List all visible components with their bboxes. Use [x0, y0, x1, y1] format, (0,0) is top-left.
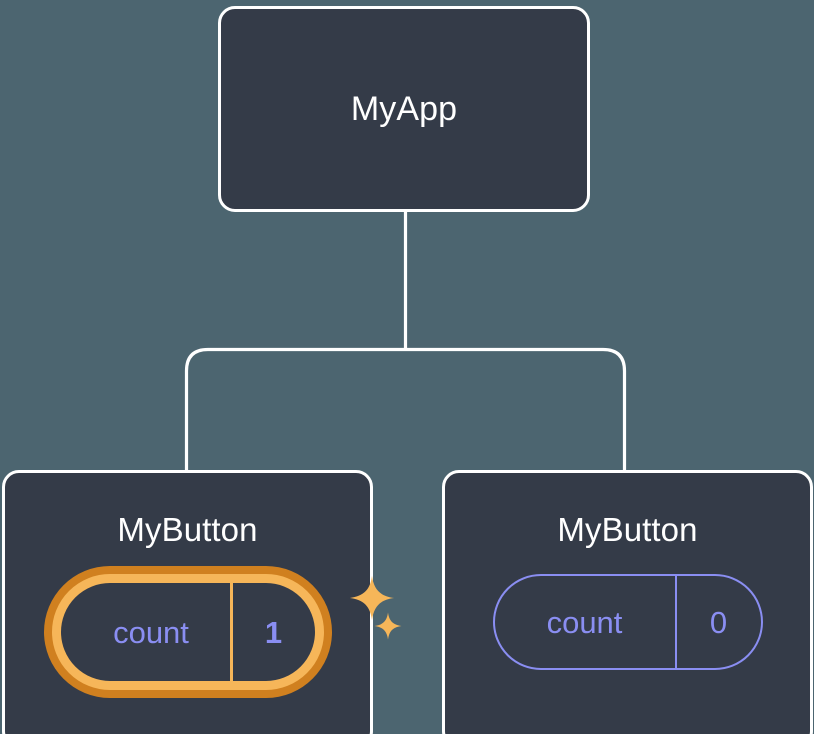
state-pill-left-value: 1 — [229, 583, 315, 681]
sparkle-large-icon — [349, 575, 394, 621]
state-pill-right-wrapper: count 0 — [492, 574, 763, 670]
state-pill-right-value: 0 — [674, 576, 761, 668]
node-myapp-label: MyApp — [350, 90, 458, 128]
sparkle-small-icon — [374, 612, 401, 640]
node-mybutton-right[interactable]: MyButton count 0 — [442, 470, 813, 734]
node-myapp[interactable]: MyApp — [218, 6, 590, 212]
node-mybutton-left-label: MyButton — [117, 511, 258, 548]
node-mybutton-right-label: MyButton — [557, 511, 698, 548]
state-pill-right-key: count — [546, 604, 623, 640]
state-pill-right[interactable]: count 0 — [492, 574, 763, 670]
edge-split-bar — [184, 347, 627, 474]
state-pill-left[interactable]: count 1 — [51, 574, 324, 690]
node-mybutton-left[interactable]: MyButton count 1 — [2, 470, 401, 734]
state-pill-left-key: count — [113, 614, 189, 650]
state-pill-left-wrapper: count 1 — [51, 574, 401, 690]
